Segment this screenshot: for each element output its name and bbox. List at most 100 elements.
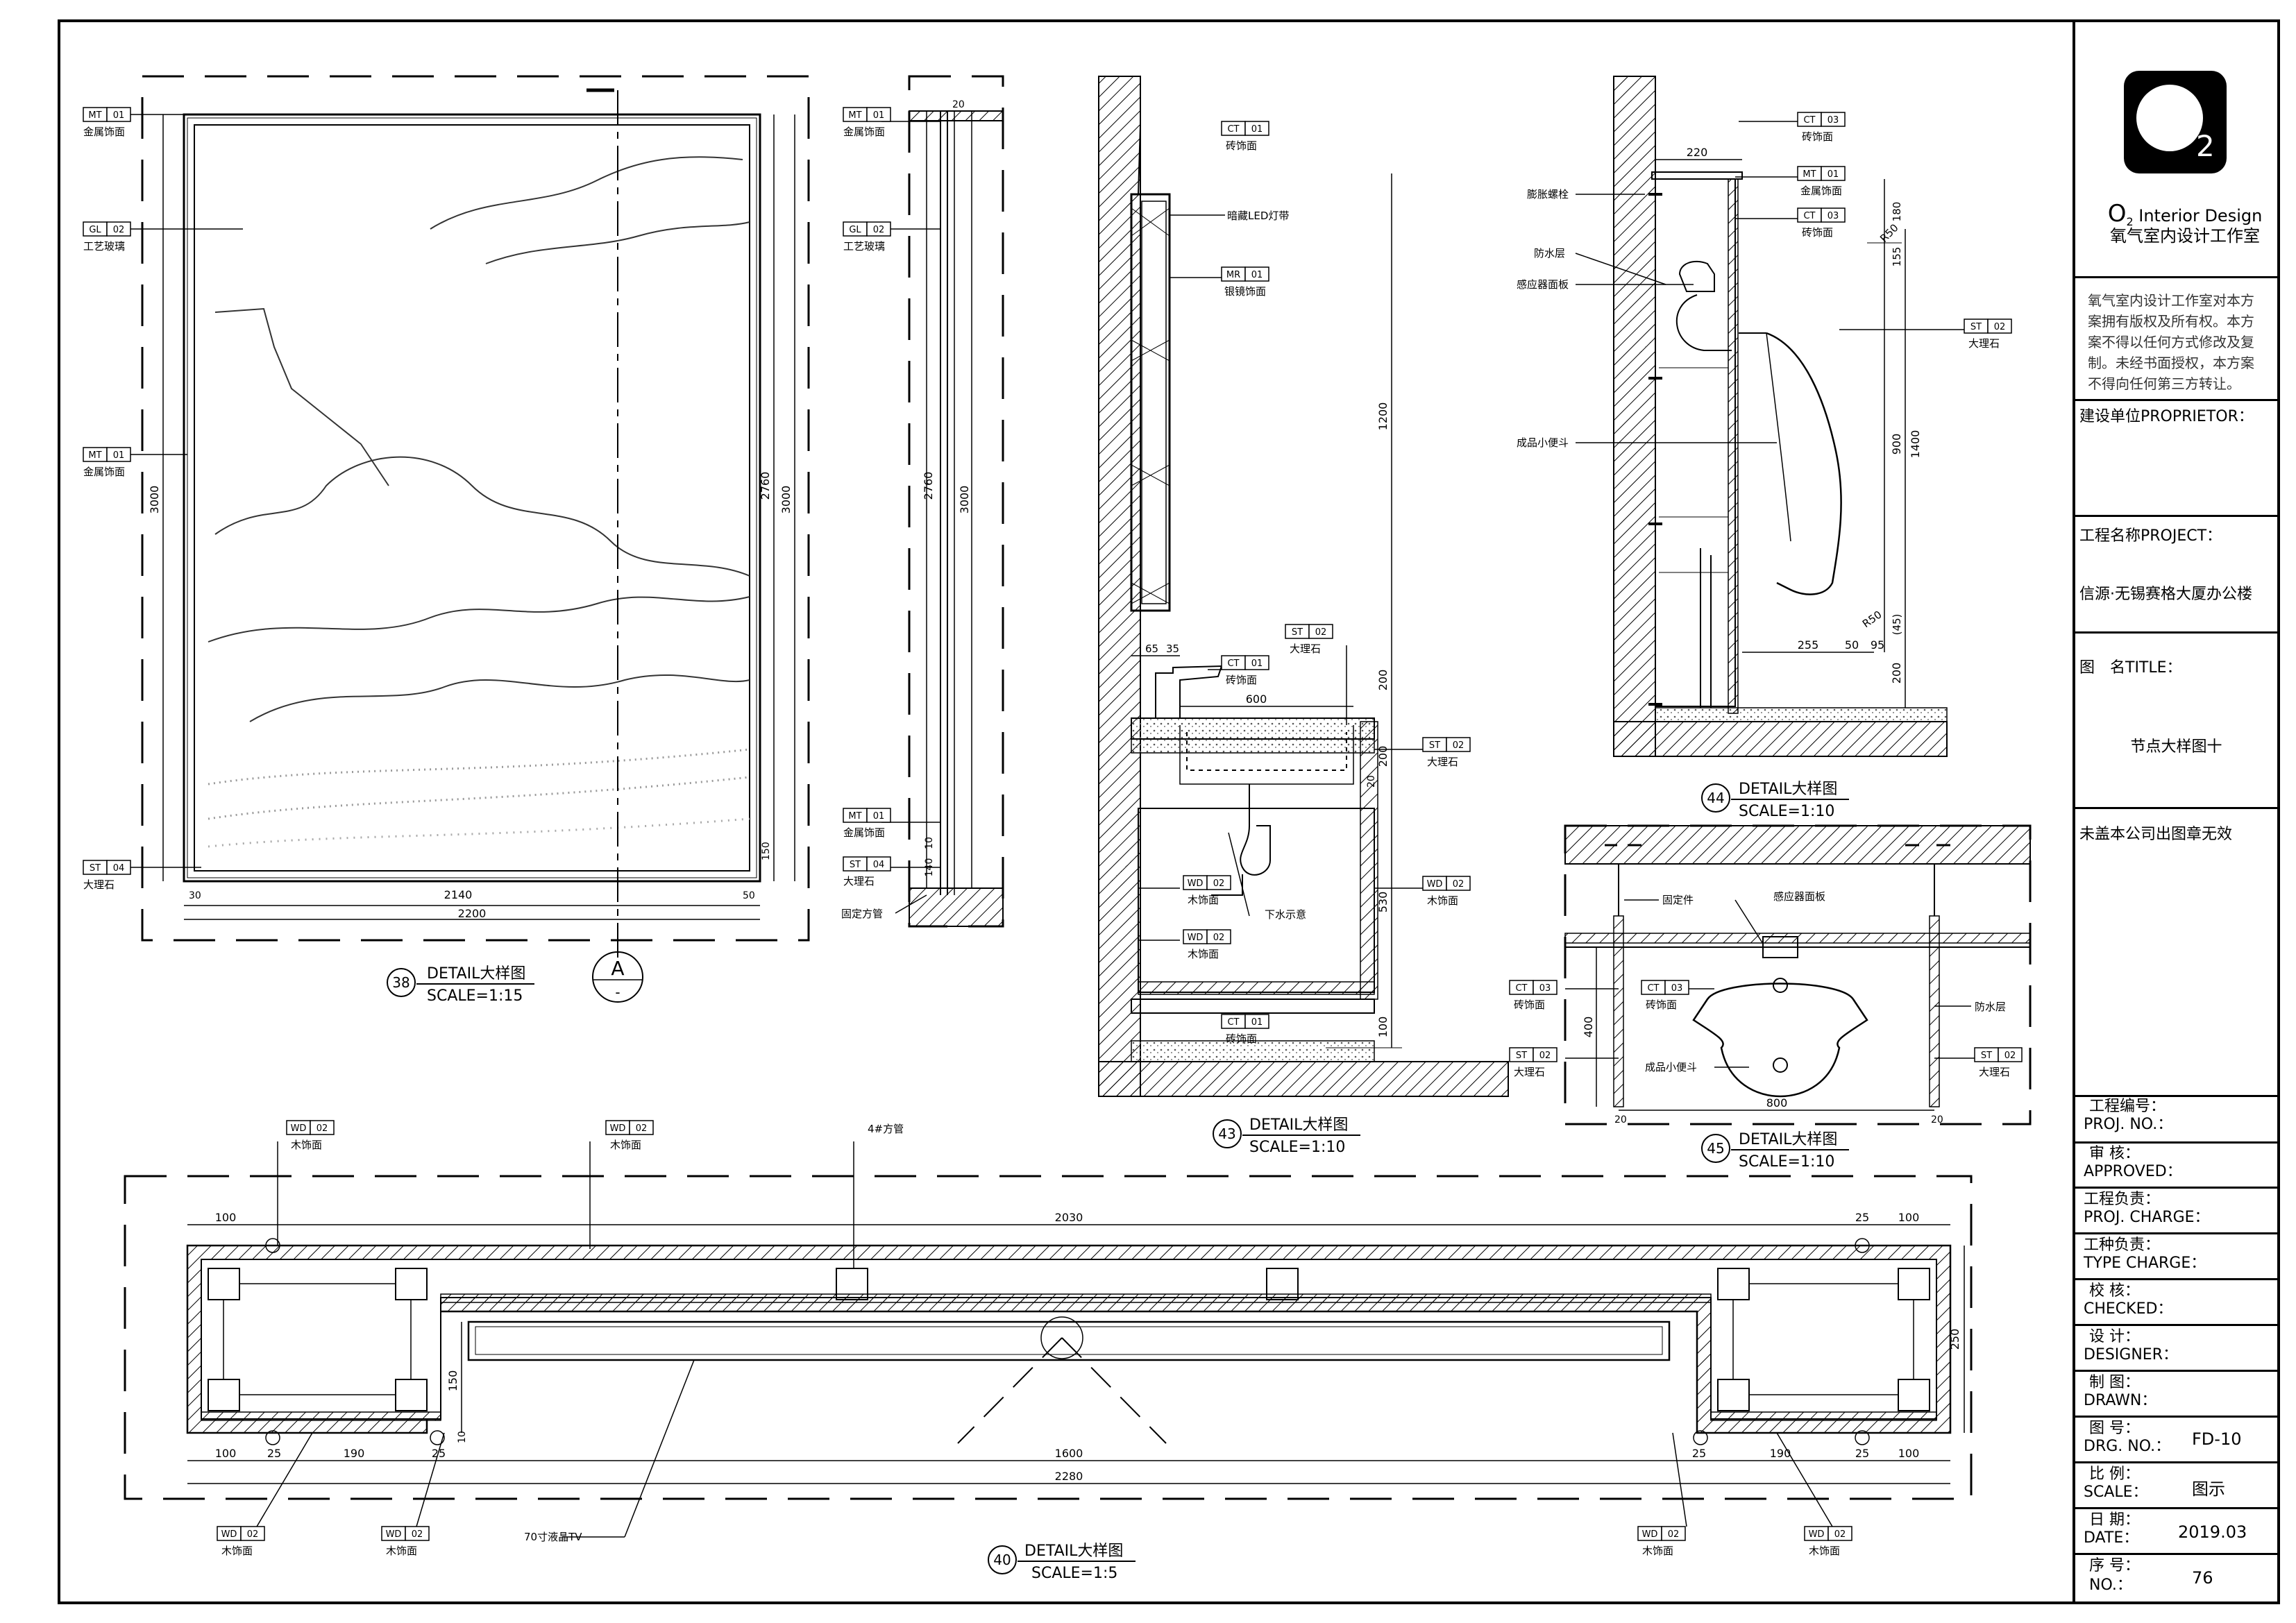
drg-no-value: FD-10 xyxy=(2192,1429,2242,1449)
scale-value: 图示 xyxy=(2192,1479,2225,1499)
title-label: 图 名TITLE： xyxy=(2079,659,2182,677)
svg-text:SCALE=1:10: SCALE=1:10 xyxy=(1739,1153,1834,1171)
svg-text:DETAIL大样图: DETAIL大样图 xyxy=(1739,1131,1837,1148)
tag-43-wd02-b: WD 02 木饰面 xyxy=(1183,929,1231,960)
svg-text:45: 45 xyxy=(1707,1140,1724,1157)
dim-40-150: 150 xyxy=(446,1370,459,1392)
dim-44-255: 255 xyxy=(1798,638,1819,652)
designer-cn: 设 计： xyxy=(2089,1328,2140,1345)
svg-text:木饰面: 木饰面 xyxy=(386,1545,417,1557)
svg-text:工艺玻璃: 工艺玻璃 xyxy=(843,240,885,253)
svg-text:01: 01 xyxy=(1251,124,1263,135)
svg-text:木饰面: 木饰面 xyxy=(1188,948,1219,960)
svg-text:-: - xyxy=(615,984,620,1001)
svg-text:WD: WD xyxy=(610,1123,626,1134)
svg-text:砖饰面: 砖饰面 xyxy=(1514,999,1545,1011)
note-pipe4: 4#方管 xyxy=(868,1123,904,1135)
dim-43-600: 600 xyxy=(1246,692,1267,706)
note-sensor-panel-44: 感应器面板 xyxy=(1517,278,1569,291)
dim-40-10: 10 xyxy=(457,1431,468,1443)
svg-text:木饰面: 木饰面 xyxy=(610,1139,641,1151)
svg-text:砖饰面: 砖饰面 xyxy=(1802,130,1833,143)
svg-text:WD: WD xyxy=(221,1529,237,1540)
note-drain: 下水示意 xyxy=(1265,908,1306,921)
svg-text:01: 01 xyxy=(873,110,885,121)
svg-text:GL: GL xyxy=(849,225,861,235)
svg-text:CT: CT xyxy=(1227,124,1239,135)
dim-43-1200: 1200 xyxy=(1376,402,1390,431)
svg-text:02: 02 xyxy=(316,1123,328,1134)
drg-no-cn: 图 号： xyxy=(2089,1420,2140,1437)
section-a-view xyxy=(881,75,1004,928)
dim-43-100: 100 xyxy=(1376,1017,1390,1038)
svg-text:大理石: 大理石 xyxy=(1427,756,1458,768)
dim-sec-3000: 3000 xyxy=(958,486,971,514)
detail-43-title: 43 DETAIL大样图 SCALE=1:10 xyxy=(1213,1116,1360,1156)
section-marker-a: A - xyxy=(592,951,643,1003)
svg-text:砖饰面: 砖饰面 xyxy=(1226,674,1257,686)
dim-40-25e: 25 xyxy=(1855,1447,1869,1460)
dim-40-1600: 1600 xyxy=(1055,1447,1083,1460)
svg-text:03: 03 xyxy=(1827,115,1839,126)
designer-en: DESIGNER： xyxy=(2084,1346,2178,1363)
svg-text:大理石: 大理石 xyxy=(1979,1066,2010,1078)
drg-no-en: DRG. NO.： xyxy=(2084,1438,2171,1455)
svg-text:金属饰面: 金属饰面 xyxy=(83,466,125,478)
svg-text:ST: ST xyxy=(1970,322,1982,332)
svg-text:木饰面: 木饰面 xyxy=(1188,894,1219,906)
svg-text:砖饰面: 砖饰面 xyxy=(1226,139,1257,152)
svg-text:02: 02 xyxy=(2004,1051,2016,1061)
dim-40-2030: 2030 xyxy=(1055,1211,1083,1224)
type-charge-cn: 工种负责： xyxy=(2084,1237,2161,1254)
sheet-border xyxy=(58,19,2280,1604)
company-logo: 2 xyxy=(2124,71,2227,173)
dim-38-2140: 2140 xyxy=(444,888,473,901)
dim-44-95: 95 xyxy=(1871,638,1884,652)
dim-40-100d: 100 xyxy=(1898,1447,1920,1460)
detail-38-title: 38 DETAIL大样图 SCALE=1:15 xyxy=(387,965,534,1005)
svg-text:01: 01 xyxy=(1827,169,1839,180)
note-urinal-44: 成品小便斗 xyxy=(1517,436,1569,449)
svg-text:砖饰面: 砖饰面 xyxy=(1802,226,1833,239)
date-value: 2019.03 xyxy=(2178,1522,2247,1542)
note-fixture: 固定件 xyxy=(1662,894,1694,906)
dim-40-25a: 25 xyxy=(1855,1211,1869,1224)
note-tv: 70寸液晶TV xyxy=(524,1531,582,1543)
title-value: 节点大样图十 xyxy=(2130,738,2222,756)
svg-text:CT: CT xyxy=(1803,211,1815,221)
svg-text:01: 01 xyxy=(113,450,125,461)
svg-text:ST: ST xyxy=(850,860,861,870)
svg-text:CT: CT xyxy=(1647,983,1659,994)
proj-no-cn: 工程编号： xyxy=(2089,1098,2166,1115)
detail-40-section xyxy=(124,1141,1973,1538)
svg-text:02: 02 xyxy=(1213,933,1225,943)
note-waterproof-44: 防水层 xyxy=(1534,247,1565,260)
dim-sec-140: 140 xyxy=(924,858,935,877)
no-en: NO.： xyxy=(2089,1577,2132,1594)
dim-45-400: 400 xyxy=(1582,1017,1595,1038)
svg-text:ST: ST xyxy=(1516,1051,1527,1061)
svg-text:木饰面: 木饰面 xyxy=(1427,894,1458,907)
svg-text:大理石: 大理石 xyxy=(1968,337,2000,350)
svg-text:02: 02 xyxy=(1994,322,2006,332)
drawn-en: DRAWN： xyxy=(2084,1392,2157,1409)
svg-text:金属饰面: 金属饰面 xyxy=(1800,185,1842,197)
svg-text:砖饰面: 砖饰面 xyxy=(1646,999,1677,1011)
svg-text:SCALE=1:10: SCALE=1:10 xyxy=(1249,1139,1345,1156)
svg-text:WD: WD xyxy=(1188,933,1204,943)
dim-40-250: 250 xyxy=(1948,1329,1961,1350)
svg-text:02: 02 xyxy=(1315,627,1327,638)
